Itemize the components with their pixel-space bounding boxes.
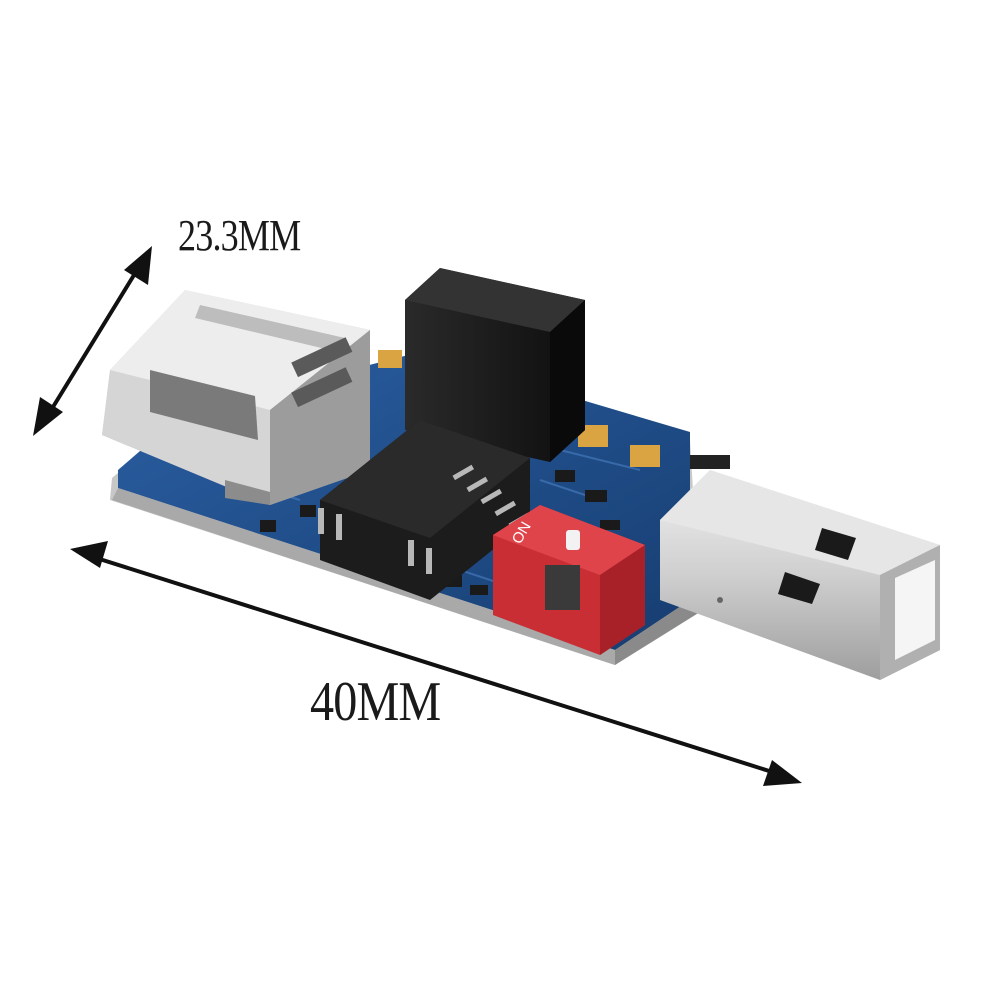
length-dimension-label: 40MM xyxy=(310,671,441,733)
isolator-chip xyxy=(318,420,531,600)
switch-toggle[interactable] xyxy=(566,530,580,550)
length-dimension-arrow xyxy=(70,541,802,786)
width-dimension-label: 23.3MM xyxy=(178,211,301,260)
width-dimension-arrow xyxy=(33,246,152,436)
plug-hole-top xyxy=(815,528,856,560)
usb-female-connector xyxy=(102,290,370,505)
plug-hole-bottom xyxy=(778,572,820,604)
dip-switch[interactable]: ON xyxy=(493,505,645,655)
usb-male-plug xyxy=(660,470,940,680)
transformer-block xyxy=(405,268,585,462)
